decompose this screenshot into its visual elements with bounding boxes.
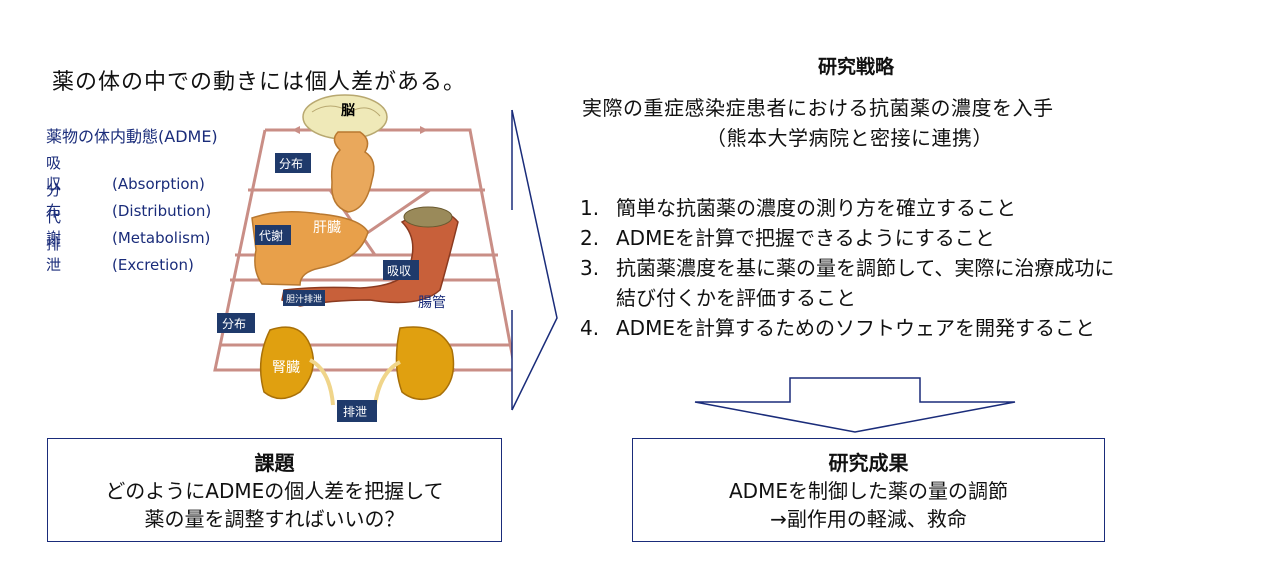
result-title: 研究成果	[828, 451, 909, 475]
adme-value: (Distribution)	[112, 202, 212, 220]
kidney-right-icon	[395, 326, 455, 401]
adme-key: 吸 収	[46, 154, 93, 193]
chevron-arrow-icon	[511, 109, 558, 411]
step-number: 3.	[580, 256, 600, 280]
issue-line-2: 薬の量を調整すればいいの？	[144, 507, 405, 531]
list-item: 1. 簡単な抗菌薬の濃度の測り方を確立すること	[580, 193, 1114, 223]
intestine-opening	[403, 206, 453, 228]
step-number: 2.	[580, 226, 600, 250]
result-line-2: →副作用の軽減、救命	[770, 507, 967, 531]
liver-label: 肝臓	[313, 220, 341, 236]
adme-key: 分 布	[46, 181, 93, 220]
kidney-label: 腎臓	[272, 360, 300, 376]
svg-text:排泄: 排泄	[343, 405, 367, 419]
strategy-steps: 1. 簡単な抗菌薬の濃度の測り方を確立すること 2. ADMEを計算で把握できる…	[580, 193, 1114, 343]
strategy-intro-line-1: 実際の重症感染症患者における抗菌薬の濃度を入手	[582, 96, 1054, 120]
adme-title: 薬物の体内動態(ADME)	[46, 127, 218, 146]
chevron-fill	[506, 110, 557, 410]
step-text: 簡単な抗菌薬の濃度の測り方を確立すること	[616, 196, 1016, 220]
adme-value: (Metabolism)	[112, 229, 211, 247]
ureter-left	[308, 358, 335, 406]
svg-text:吸収: 吸収	[387, 264, 411, 278]
result-line-1: ADMEを制御した薬の量の調節	[729, 479, 1008, 503]
issue-title: 課題	[254, 451, 295, 475]
adme-value: (Excretion)	[112, 256, 194, 274]
tag-absorption: 吸収	[383, 260, 419, 280]
adme-key: 排 泄	[46, 235, 93, 274]
issue-line-1: どのようにADMEの個人差を把握して	[105, 479, 444, 503]
step-number: 4.	[580, 316, 600, 340]
liver-icon	[251, 211, 369, 286]
issue-box: 課題 どのようにADMEの個人差を把握して 薬の量を調整すればいいの？	[47, 438, 502, 542]
adme-key: 代 謝	[46, 208, 93, 247]
step-number: 1.	[580, 196, 600, 220]
step-text: 抗菌薬濃度を基に薬の量を調節して、実際に治療成功に	[616, 256, 1115, 280]
svg-text:胆汁排泄: 胆汁排泄	[286, 293, 322, 305]
adme-item-metabolism: 代 謝 (Metabolism)	[46, 206, 210, 248]
adme-item-excretion: 排 泄 (Excretion)	[46, 233, 194, 275]
tag-distribution-bottom: 分布	[217, 313, 255, 333]
strategy-title: 研究戦略	[818, 56, 895, 78]
brain-label: 脳	[341, 102, 355, 119]
svg-text:代謝: 代謝	[259, 228, 283, 243]
intestine-label: 腸管	[418, 295, 446, 311]
step-text: ADMEを計算するためのソフトウェアを開発すること	[616, 316, 1095, 340]
list-item: 3. 抗菌薬濃度を基に薬の量を調節して、実際に治療成功に 結び付くかを評価するこ…	[580, 253, 1114, 313]
tag-distribution-top: 分布	[275, 153, 311, 173]
down-arrow-icon	[694, 377, 1016, 433]
result-box: 研究成果 ADMEを制御した薬の量の調節 →副作用の軽減、救命	[632, 438, 1105, 542]
tag-metabolism: 代謝	[255, 225, 291, 245]
list-item: 4. ADMEを計算するためのソフトウェアを開発すること	[580, 313, 1114, 343]
ureter-right	[373, 360, 401, 406]
kidney-left-icon	[259, 326, 315, 400]
heart-icon	[330, 131, 375, 213]
adme-item-absorption: 吸 収 (Absorption)	[46, 152, 205, 194]
strategy-intro-line-2: （熊本大学病院と密接に連携）	[706, 126, 993, 150]
svg-text:分布: 分布	[222, 317, 246, 331]
adme-item-distribution: 分 布 (Distribution)	[46, 179, 211, 221]
tag-excretion: 排泄	[337, 400, 377, 422]
svg-text:分布: 分布	[279, 157, 303, 171]
left-headline: 薬の体の中での動きには個人差がある。	[52, 70, 467, 95]
adme-value: (Absorption)	[112, 175, 205, 193]
step-text: ADMEを計算で把握できるようにすること	[616, 226, 995, 250]
tag-bile-excretion: 胆汁排泄	[283, 290, 325, 306]
step-text-continued: 結び付くかを評価すること	[616, 286, 856, 310]
list-item: 2. ADMEを計算で把握できるようにすること	[580, 223, 1114, 253]
